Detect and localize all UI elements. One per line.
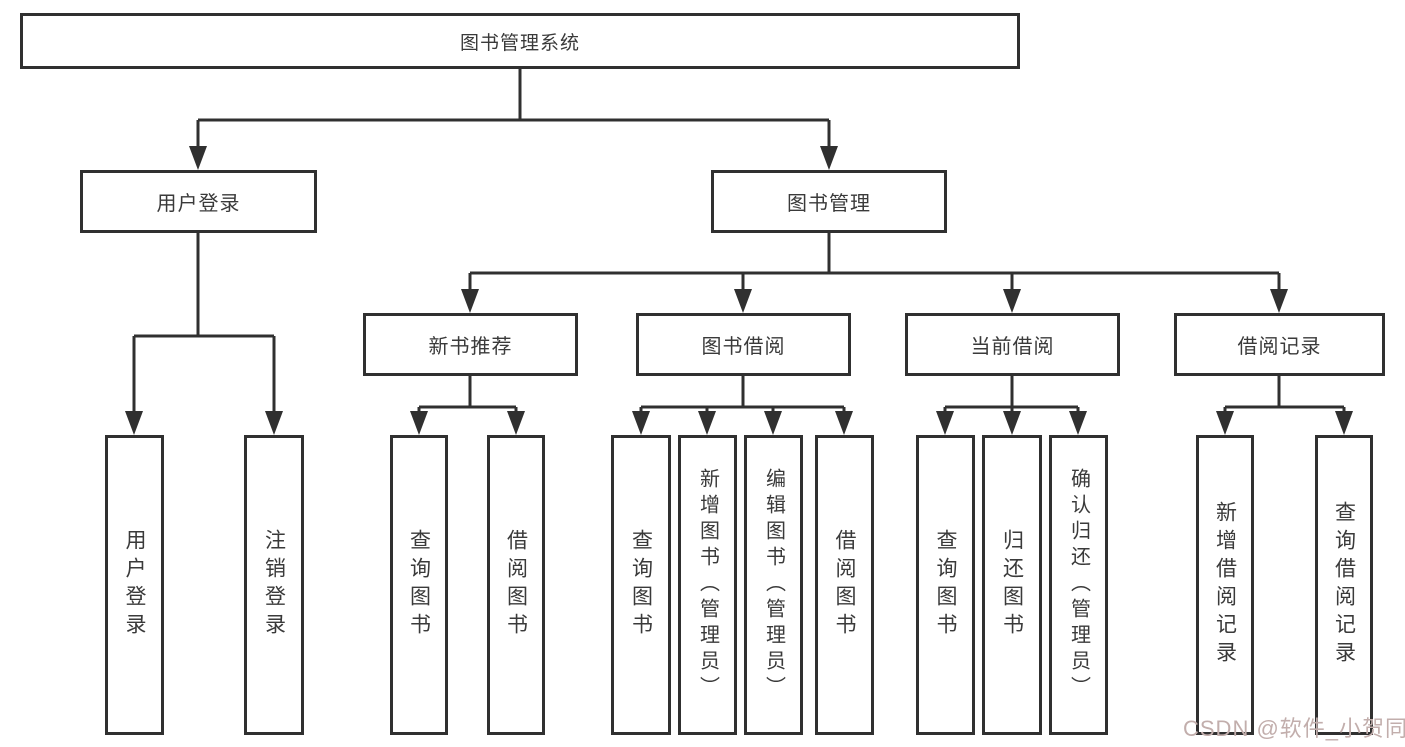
node-label: 借阅记录 xyxy=(1237,336,1322,358)
node-label: 查询图书 xyxy=(934,529,957,641)
leaf-logout: 注销登录 xyxy=(244,435,304,735)
leaf-borrow-books-1: 借阅图书 xyxy=(487,435,545,735)
node-label: 新增借阅记录 xyxy=(1213,501,1237,669)
node-new-book-recommend: 新书推荐 xyxy=(363,313,578,376)
leaf-confirm-return-admin: 确认归还（管理员） xyxy=(1049,435,1108,735)
csdn-watermark: CSDN @软件_小贺同学 xyxy=(1183,716,1405,741)
node-label: 确认归还（管理员） xyxy=(1067,468,1090,702)
node-label: 注销登录 xyxy=(262,529,286,641)
leaf-return-books: 归还图书 xyxy=(982,435,1042,735)
leaf-query-books-2: 查询图书 xyxy=(611,435,671,735)
leaf-user-login: 用户登录 xyxy=(105,435,164,735)
node-label: 图书借阅 xyxy=(701,336,786,358)
leaf-add-books-admin: 新增图书（管理员） xyxy=(678,435,737,735)
leaf-query-borrow-record: 查询借阅记录 xyxy=(1315,435,1373,735)
leaf-query-books-3: 查询图书 xyxy=(916,435,975,735)
node-label: 归还图书 xyxy=(1000,529,1024,641)
connector-book-borrow-children xyxy=(632,376,853,435)
connector-user-login-children xyxy=(125,232,283,435)
node-label: 图书管理 xyxy=(787,193,871,215)
node-user-login: 用户登录 xyxy=(80,170,317,233)
node-book-borrow: 图书借阅 xyxy=(636,313,851,376)
node-book-management: 图书管理 xyxy=(711,170,947,233)
node-label: 借阅图书 xyxy=(833,529,856,641)
leaf-query-books-1: 查询图书 xyxy=(390,435,448,735)
leaf-add-borrow-record: 新增借阅记录 xyxy=(1196,435,1254,735)
node-label: 当前借阅 xyxy=(970,336,1055,358)
node-label: 用户登录 xyxy=(156,193,241,215)
leaf-borrow-books-2: 借阅图书 xyxy=(815,435,874,735)
node-label: 借阅图书 xyxy=(504,529,528,641)
node-borrow-records: 借阅记录 xyxy=(1174,313,1385,376)
leaf-edit-books-admin: 编辑图书（管理员） xyxy=(744,435,803,735)
node-label: 查询借阅记录 xyxy=(1332,501,1356,669)
node-label: 用户登录 xyxy=(123,529,146,641)
node-root: 图书管理系统 xyxy=(20,13,1020,69)
node-label: 图书管理系统 xyxy=(459,32,580,54)
connector-new-book-children xyxy=(410,376,525,435)
node-label: 编辑图书（管理员） xyxy=(762,468,785,702)
connector-current-borrow-children xyxy=(936,376,1087,435)
connector-book-mgmt-children xyxy=(461,232,1288,313)
node-label: 新增图书（管理员） xyxy=(696,468,719,702)
node-label: 新书推荐 xyxy=(428,336,513,358)
node-label: 查询图书 xyxy=(629,529,653,641)
node-current-borrow: 当前借阅 xyxy=(905,313,1120,376)
connector-root-to-level2 xyxy=(189,68,838,170)
connector-borrow-records-children xyxy=(1216,376,1353,435)
node-label: 查询图书 xyxy=(407,529,431,641)
